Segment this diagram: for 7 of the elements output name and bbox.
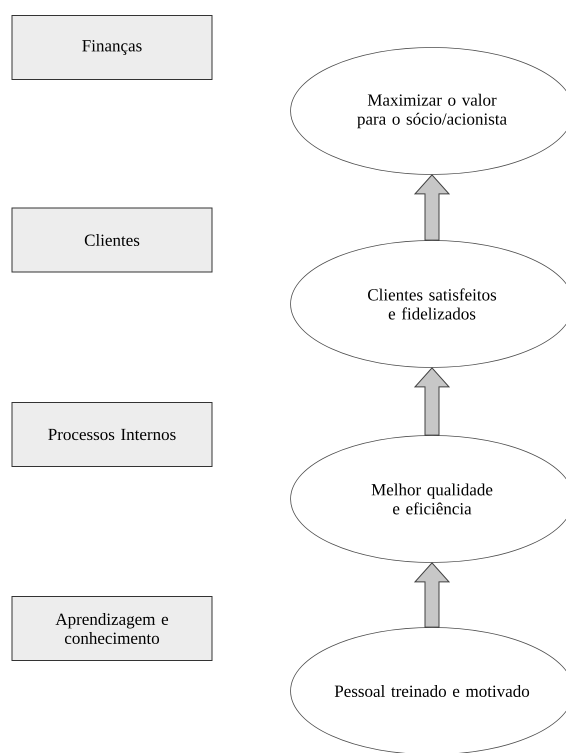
category-box: Processos Internos — [12, 402, 212, 467]
block-arrow — [414, 174, 450, 241]
block-arrow — [414, 367, 450, 436]
category-box: Aprendizagem e conhecimento — [12, 596, 212, 661]
category-box: Clientes — [12, 208, 212, 272]
category-box: Finanças — [12, 15, 212, 80]
block-arrow — [414, 562, 450, 628]
